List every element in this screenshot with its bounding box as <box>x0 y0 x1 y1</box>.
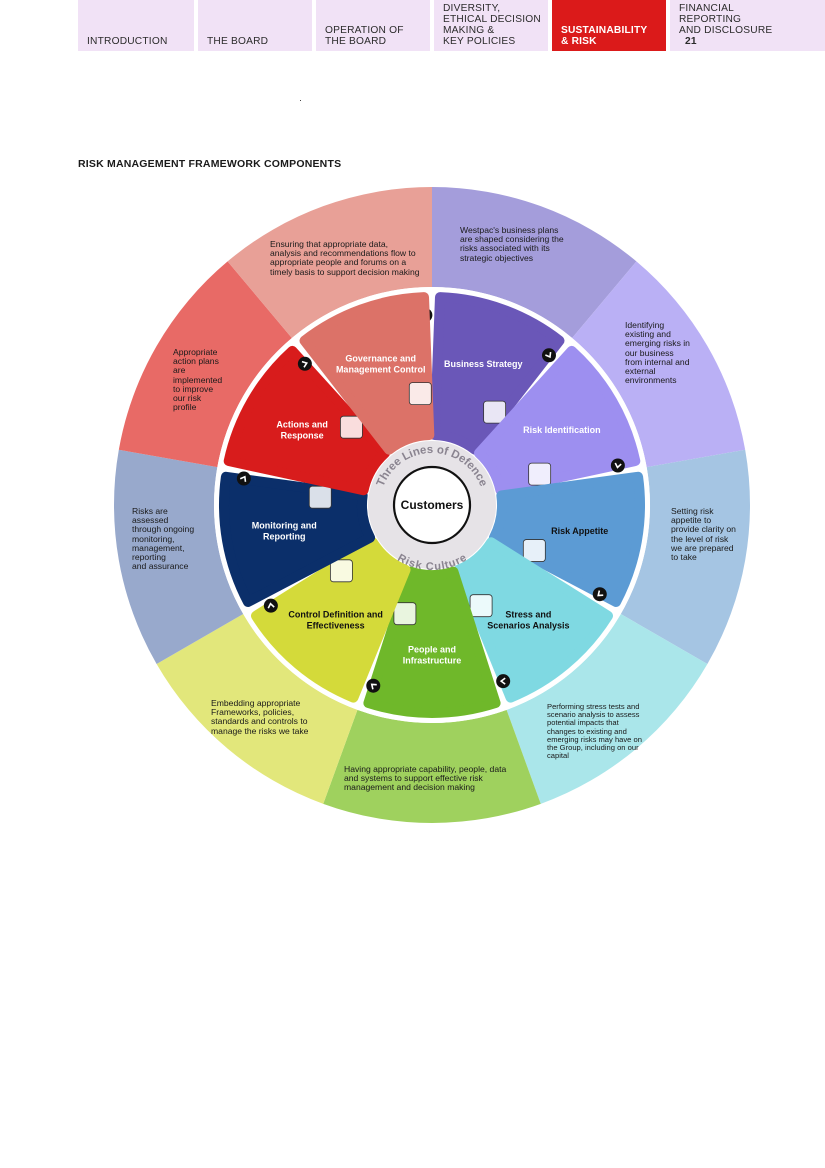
tab-label: DIVERSITY, ETHICAL DECISION MAKING & KEY… <box>443 3 541 47</box>
component-segment <box>299 292 435 455</box>
component-segment <box>453 537 614 703</box>
component-label: Risk Identification <box>523 425 601 435</box>
arrow-dot-icon <box>541 348 556 363</box>
component-risk-identification[interactable]: Risk Identification <box>474 345 641 496</box>
stray-dot <box>300 100 301 101</box>
outer-segment-monitoring-reporting <box>114 449 244 664</box>
outer-text-risk-identification: Identifying existing and emerging risks … <box>625 320 690 386</box>
line-chart-icon <box>308 485 332 509</box>
arrow-dot-icon <box>610 458 625 473</box>
outer-segment-actions-response <box>118 261 292 468</box>
arrow-dot-icon <box>592 587 607 602</box>
outer-text-control-definition: Embedding appropriate Frameworks, polici… <box>211 698 309 736</box>
tab-operation-of-the-board[interactable]: OPERATION OF THE BOARD <box>316 0 430 51</box>
chevron-icon <box>597 590 604 597</box>
clipboard-icon <box>483 400 507 424</box>
chevron-icon <box>239 475 247 482</box>
outer-text-actions-response: Appropriate action plans are implemented… <box>173 347 223 413</box>
component-label: Risk Appetite <box>551 526 608 536</box>
component-label: Business Strategy <box>444 359 523 369</box>
section-navigation: INTRODUCTION THE BOARD OPERATION OF THE … <box>78 0 825 51</box>
outer-text-stress-scenarios: Performing stress tests and scenario ana… <box>547 702 642 761</box>
arrow-dot-icon <box>366 678 381 693</box>
tab-diversity-ethics[interactable]: DIVERSITY, ETHICAL DECISION MAKING & KEY… <box>434 0 548 51</box>
outer-segment-risk-appetite <box>620 449 750 664</box>
gear-icon <box>329 559 353 583</box>
component-segment <box>488 471 645 608</box>
outer-text-people-infrastructure: Having appropriate capability, people, d… <box>344 764 507 793</box>
arrow-dot-icon <box>263 598 278 613</box>
presenter-icon <box>340 415 363 439</box>
component-segment <box>250 537 411 703</box>
center-circle <box>392 465 472 545</box>
outer-segment-control-definition <box>156 614 358 804</box>
outer-text-monitoring-reporting: Risks are assessed through ongoing monit… <box>132 506 195 572</box>
arrow-dot-icon <box>496 674 511 689</box>
outer-segment-governance <box>227 187 432 339</box>
component-segment <box>219 471 376 608</box>
outer-segment-stress-scenarios <box>506 614 708 804</box>
meeting-icon <box>408 382 432 406</box>
outer-text-governance: Ensuring that appropriate data, analysis… <box>270 239 420 277</box>
component-segment <box>429 292 565 455</box>
gauge-icon <box>522 539 546 562</box>
tab-label: OPERATION OF THE BOARD <box>325 25 404 47</box>
page-number: 21 <box>685 36 697 47</box>
pie-chart-icon <box>469 594 493 618</box>
tab-introduction[interactable]: INTRODUCTION <box>78 0 194 51</box>
tab-label: THE BOARD <box>207 36 269 47</box>
chevron-icon <box>301 360 308 368</box>
tab-label: SUSTAINABILITY & RISK <box>561 25 648 47</box>
chevron-icon <box>499 677 506 685</box>
chevron-icon <box>370 683 377 690</box>
tab-the-board[interactable]: THE BOARD <box>198 0 312 51</box>
chevron-icon <box>267 602 275 609</box>
chevron-icon <box>614 462 622 469</box>
component-risk-appetite[interactable]: Risk Appetite <box>488 458 645 608</box>
component-segment <box>223 345 390 496</box>
component-segment <box>474 345 641 496</box>
outer-segment-people-infrastructure <box>323 709 541 823</box>
people-icon <box>393 602 417 626</box>
arrow-dot-icon <box>236 471 251 486</box>
arrow-dot-icon <box>297 356 312 371</box>
chevron-icon <box>545 351 552 359</box>
center-label: Customers <box>401 498 464 512</box>
outer-text-risk-appetite: Setting risk appetite to provide clarity… <box>671 506 736 563</box>
tab-sustainability-risk[interactable]: SUSTAINABILITY & RISK <box>552 0 666 51</box>
outer-segment-business-strategy <box>432 187 637 339</box>
tab-label: INTRODUCTION <box>87 36 168 47</box>
section-title: RISK MANAGEMENT FRAMEWORK COMPONENTS <box>78 158 342 170</box>
outer-segment-risk-identification <box>572 261 746 468</box>
outer-text-business-strategy: Westpac's business plans are shaped cons… <box>460 225 564 263</box>
alert-document-icon <box>528 462 552 486</box>
